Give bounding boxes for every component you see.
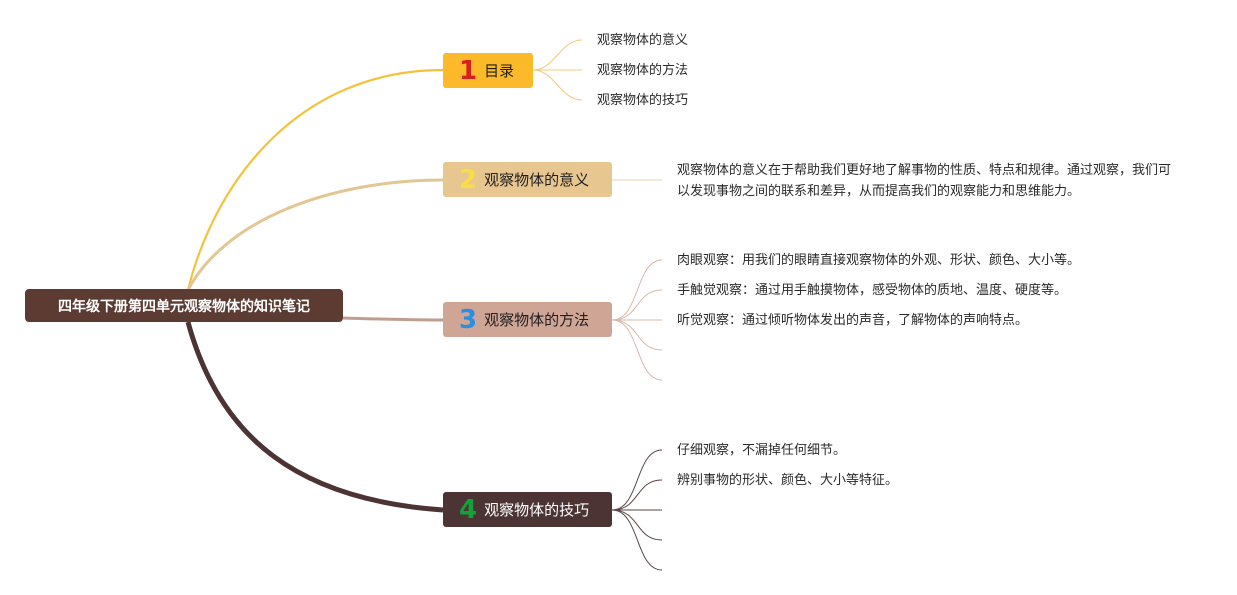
branch-label: 观察物体的意义	[484, 171, 590, 189]
connector-root-branch-2	[186, 178, 444, 291]
branch-label: 目录	[484, 62, 515, 80]
leaf-item[interactable]: 观察物体的意义在于帮助我们更好地了解事物的性质、特点和规律。通过观察，我们可以发…	[677, 163, 1172, 199]
branch-node-meaning[interactable]: 2 观察物体的意义	[443, 162, 612, 197]
leaf-item[interactable]: 观察物体的方法	[597, 63, 689, 78]
connector-b3-leaf-4	[611, 319, 663, 351]
root-title: 四年级下册第四单元观察物体的知识笔记	[58, 298, 310, 315]
leaf-item[interactable]: 手触觉观察：通过用手触摸物体，感受物体的质地、温度、硬度等。	[677, 283, 1068, 298]
connector-b3-leaf-2	[611, 289, 663, 321]
branch-number-1: 1	[459, 55, 478, 86]
branch-number-4: 4	[459, 494, 478, 525]
connector-root-branch-4	[185, 321, 444, 513]
leaf-item[interactable]: 听觉观察：通过倾听物体发出的声音，了解物体的声响特点。	[677, 313, 1029, 328]
connector-b3-leaf-5	[611, 319, 663, 381]
leaf-item[interactable]: 观察物体的技巧	[597, 93, 689, 108]
leaf-item[interactable]: 仔细观察，不漏掉任何细节。	[677, 443, 847, 458]
connector-b1-leaf-1	[532, 39, 583, 71]
leaf-item[interactable]: 肉眼观察：用我们的眼睛直接观察物体的外观、形状、颜色、大小等。	[677, 253, 1081, 268]
branch-node-methods[interactable]: 3 观察物体的方法	[443, 302, 612, 337]
branch-number-2: 2	[459, 164, 478, 195]
connector-b4-leaf-1	[611, 449, 663, 511]
connector-b4-leaf-5	[611, 509, 663, 571]
branch-label: 观察物体的技巧	[484, 501, 590, 519]
branch-node-contents[interactable]: 1 目录	[443, 53, 533, 88]
branch-label: 观察物体的方法	[484, 311, 590, 329]
leaf-item[interactable]: 观察物体的意义	[597, 33, 689, 48]
connector-b1-leaf-3	[532, 69, 583, 101]
connector-b3-leaf-1	[611, 259, 663, 321]
connector-root-branch-1	[186, 68, 444, 291]
leaf-item[interactable]: 辨别事物的形状、颜色、大小等特征。	[677, 473, 899, 488]
root-node[interactable]: 四年级下册第四单元观察物体的知识笔记	[25, 289, 343, 322]
connector-b4-leaf-4	[611, 509, 663, 541]
connector-b4-leaf-2	[611, 479, 663, 511]
branch-node-techniques[interactable]: 4 观察物体的技巧	[443, 492, 612, 527]
connector-root-branch-3	[342, 316, 444, 322]
branch-number-3: 3	[459, 304, 478, 335]
